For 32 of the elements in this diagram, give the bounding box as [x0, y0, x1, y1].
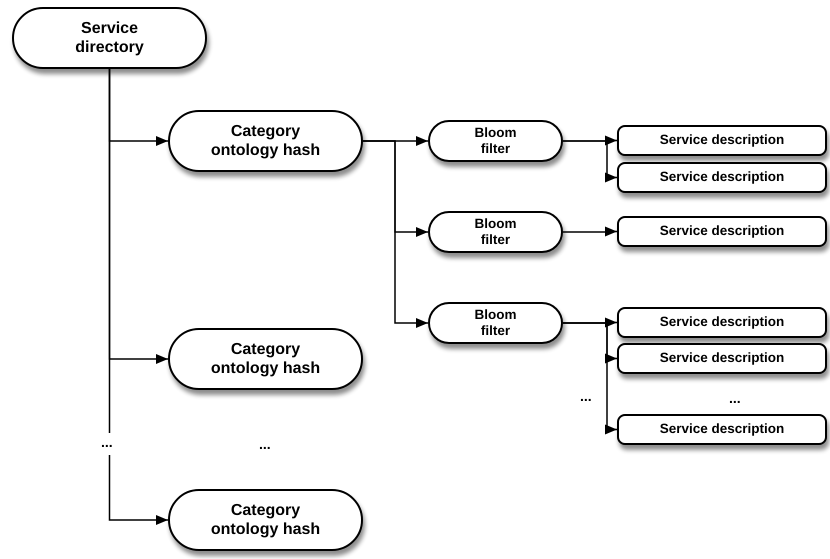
process-box [617, 216, 827, 247]
rounded-process-box [168, 328, 363, 390]
node-label: Service description [660, 223, 784, 240]
connector-arrow [108, 69, 168, 525]
connector-arrow [563, 140, 617, 182]
node-label: Service description [660, 314, 784, 331]
rounded-process-box [12, 7, 207, 69]
rounded-process-box [428, 302, 563, 344]
rounded-process-box [168, 110, 363, 172]
rounded-process-box [428, 211, 563, 253]
node-label: Category ontology hash [210, 340, 322, 378]
connector-arrow [563, 226, 617, 236]
node-label: Category ontology hash [210, 500, 322, 540]
node-label: Service description [660, 132, 784, 149]
node-label: Service description [660, 421, 784, 438]
process-box [617, 307, 827, 338]
process-box [617, 162, 827, 193]
rounded-process-box [168, 489, 363, 551]
connector-arrow [363, 140, 428, 328]
process-box [617, 343, 827, 374]
node-label: Service description [660, 350, 784, 367]
node-label: Bloom filter [474, 216, 518, 248]
node-label: Service description [660, 169, 784, 186]
node-label: Bloom filter [474, 124, 518, 158]
node-label: Service directory [74, 18, 145, 58]
process-box [617, 414, 827, 445]
process-box [617, 125, 827, 156]
node-label: Bloom filter [474, 306, 518, 340]
node-label: Category ontology hash [210, 122, 322, 160]
connector-arrow [563, 322, 617, 434]
rounded-process-box [428, 120, 563, 162]
ellipsis-label: ... [99, 433, 115, 455]
